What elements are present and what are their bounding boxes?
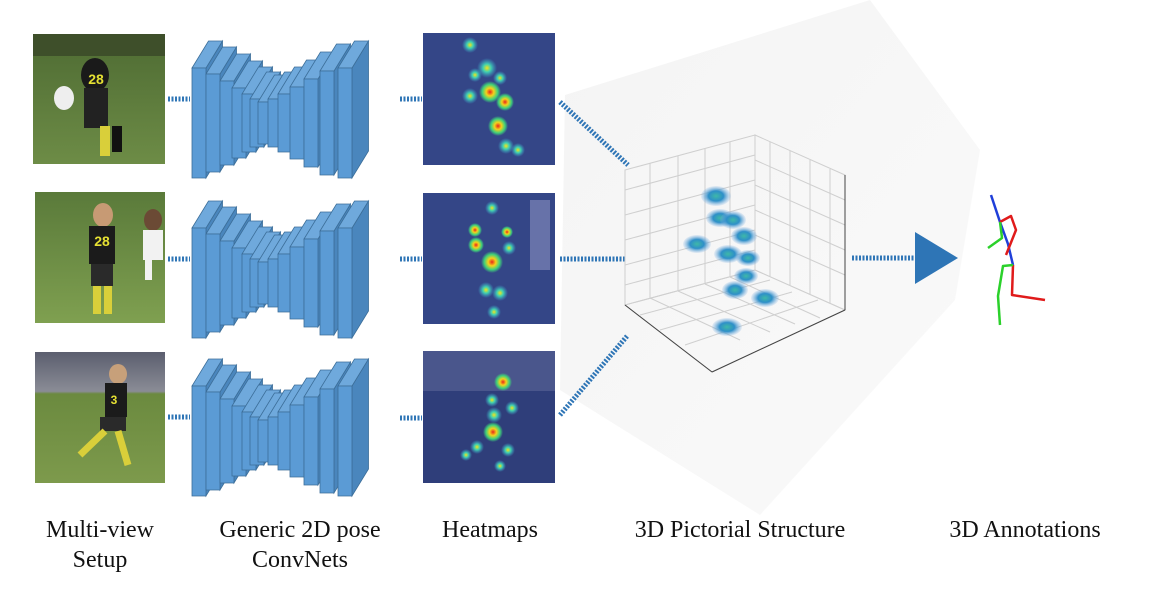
convnet-layer <box>337 385 353 497</box>
convnet-layer <box>289 86 305 160</box>
connectors-heatmap-to-3d <box>558 100 630 417</box>
convnet-layer <box>337 227 353 339</box>
convnet-stacks <box>191 39 370 498</box>
convnet-layer <box>191 227 207 339</box>
convnet-layer <box>219 240 235 326</box>
label-pictorial-structure: 3D Pictorial Structure <box>634 517 846 543</box>
convnet-view-3 <box>191 357 370 498</box>
convnet-layer <box>319 70 335 176</box>
camera-view-1: 28 <box>33 34 165 164</box>
label-multiview-setup-line1: Multi-view <box>46 517 154 543</box>
convnet-view-1 <box>191 39 370 180</box>
convnet-layer <box>337 67 353 179</box>
svg-text:28: 28 <box>94 233 110 249</box>
connectors-convnet-to-heatmap <box>400 96 422 421</box>
convnet-layer <box>219 398 235 484</box>
convnet-layer <box>205 391 221 491</box>
convnet-layer <box>191 67 207 179</box>
convnet-layer <box>319 388 335 494</box>
convnet-layer <box>205 73 221 173</box>
pictorial-axis-frame <box>624 175 846 373</box>
pictorial-joint-blobs <box>683 186 779 336</box>
arrow-to-annotations <box>852 232 958 284</box>
skeleton-annotation <box>987 194 1046 326</box>
label-heatmaps: Heatmaps <box>442 517 538 543</box>
convnet-layer <box>289 404 305 478</box>
heatmap-view-3 <box>423 351 555 483</box>
svg-text:3: 3 <box>111 393 118 407</box>
heatmap-view-1 <box>423 33 555 165</box>
camera-view-2: 28 <box>35 192 165 323</box>
label-convnets-line1: Generic 2D pose <box>219 517 381 543</box>
convnet-layer <box>303 78 319 168</box>
convnet-layer <box>219 80 235 166</box>
convnet-layer <box>319 230 335 336</box>
svg-text:28: 28 <box>88 71 104 87</box>
convnet-layer <box>289 246 305 320</box>
convnet-layer <box>303 238 319 328</box>
convnet-layer <box>205 233 221 333</box>
camera-view-3: 3 <box>35 352 165 483</box>
label-multiview-setup: Multi-view Setup <box>20 515 180 575</box>
heatmap-view-2 <box>423 193 555 324</box>
convnet-view-2 <box>191 199 370 340</box>
convnet-layer <box>191 385 207 497</box>
pictorial-3d-axes <box>623 134 847 373</box>
label-convnets-line2: ConvNets <box>252 547 348 573</box>
label-3d-annotations: 3D Annotations <box>949 517 1101 543</box>
label-convnets: Generic 2D pose ConvNets <box>185 515 415 575</box>
convnet-layer <box>303 396 319 486</box>
label-multiview-setup-line2: Setup <box>72 547 128 573</box>
connectors-setup-to-convnet <box>168 96 190 420</box>
